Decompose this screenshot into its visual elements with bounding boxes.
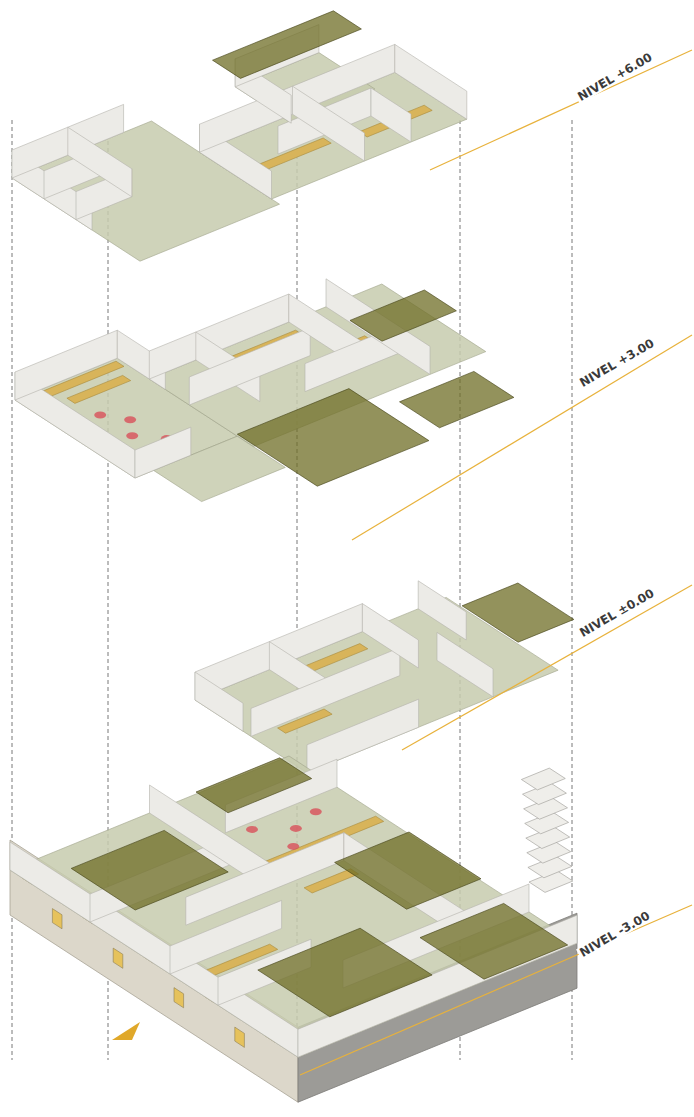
projection-guide: [12, 120, 13, 1060]
seating: [310, 808, 322, 815]
window: [235, 1027, 245, 1047]
level-label: NIVEL ±0.00: [576, 586, 658, 640]
seating: [246, 826, 258, 833]
terrace-slab: [213, 11, 362, 79]
wall: [195, 672, 243, 731]
terrace-slab: [71, 830, 228, 910]
wall: [68, 127, 132, 197]
wall: [15, 330, 117, 400]
wall: [362, 604, 418, 668]
seating: [126, 432, 138, 439]
wall: [418, 581, 466, 640]
level-line: [430, 50, 692, 170]
wall: [293, 86, 365, 161]
window: [52, 909, 62, 929]
wall: [371, 88, 411, 142]
entrance-arrow: [112, 1022, 140, 1040]
terrace-slab: [258, 928, 432, 1017]
wall: [189, 328, 310, 405]
level-label: NIVEL +6.00: [574, 50, 656, 104]
seating: [290, 825, 302, 832]
furniture: [67, 375, 131, 403]
wall: [395, 44, 467, 119]
terrace-slab: [237, 389, 429, 487]
level-line: [352, 335, 692, 540]
level-line: [402, 585, 692, 750]
terrace-slab: [420, 903, 568, 979]
wall: [437, 632, 493, 696]
wall: [135, 427, 191, 478]
terrace-slab: [196, 758, 312, 813]
terrace-slab: [350, 290, 456, 341]
terrace-slab: [462, 583, 574, 642]
level-label: NIVEL -3.00: [576, 908, 653, 960]
level-line: [300, 905, 692, 1075]
seating: [94, 412, 106, 419]
floor-slab: [10, 756, 577, 1057]
seating: [287, 843, 299, 850]
window: [174, 988, 184, 1008]
seating: [124, 416, 136, 423]
terrace-slab: [400, 371, 514, 427]
stair-step: [521, 768, 565, 790]
wall: [307, 699, 419, 773]
window: [113, 948, 123, 968]
terrace-slab: [335, 832, 481, 909]
